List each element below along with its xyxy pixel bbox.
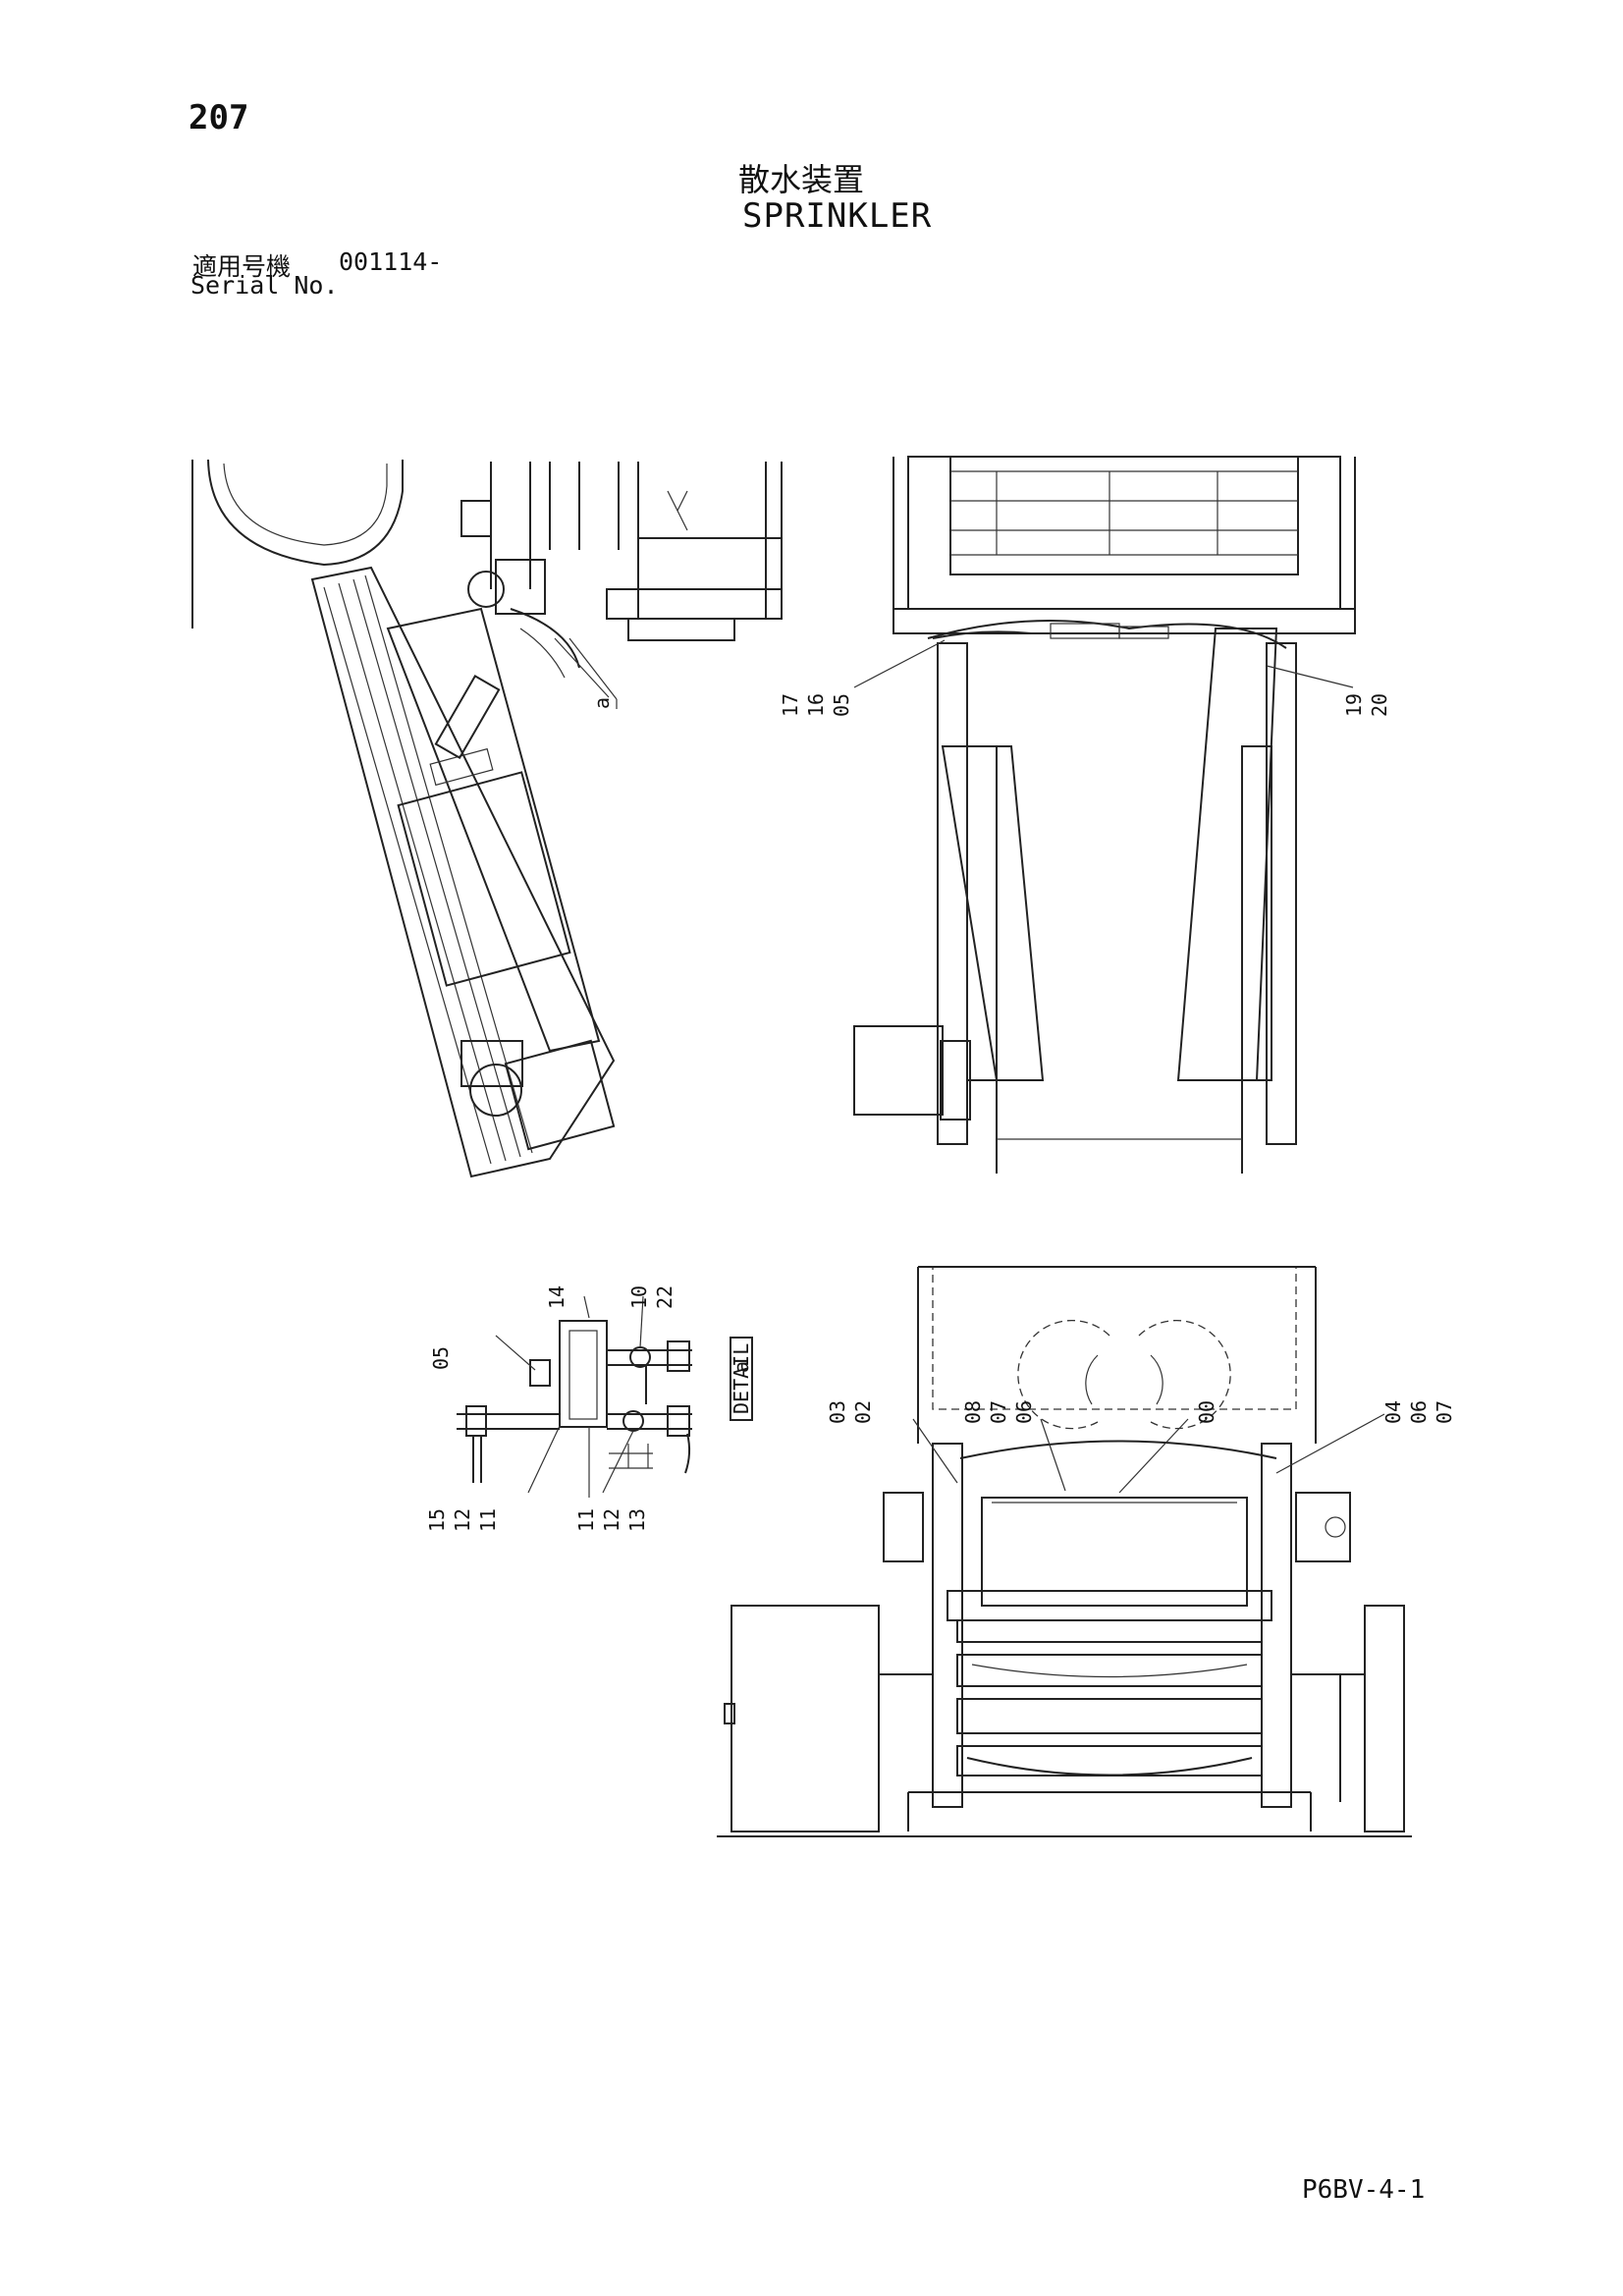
top-left-view (191, 459, 783, 1178)
serial-label-english: Serial No. (190, 271, 339, 300)
page-number: 207 (189, 98, 249, 137)
callout-14: 14 (545, 1285, 568, 1309)
document-code: P6BV-4-1 (1302, 2175, 1426, 2205)
top-right-view (853, 456, 1356, 1174)
title-english: SPRINKLER (742, 196, 933, 236)
callout-16: 16 (804, 693, 828, 717)
callout-20: 20 (1368, 693, 1391, 717)
callout-a: a (590, 697, 614, 709)
callout-07-right: 07 (1433, 1400, 1456, 1424)
detail-a-view (457, 1320, 753, 1498)
callout-03: 03 (826, 1400, 849, 1424)
detail-tag-letter: a (730, 1361, 753, 1373)
bottom-right-view (717, 1266, 1412, 1837)
callout-12-right: 12 (600, 1508, 623, 1532)
callout-10: 10 (627, 1285, 651, 1309)
title-japanese: 散水装置 (738, 161, 865, 198)
callout-05-detail: 05 (429, 1346, 453, 1370)
callout-06-right: 06 (1407, 1400, 1431, 1424)
callout-11-right: 11 (574, 1508, 598, 1532)
serial-value: 001114- (339, 247, 443, 276)
callout-17: 17 (779, 693, 802, 717)
detail-tag-text: DETAIL (730, 1343, 753, 1414)
callout-19: 19 (1342, 693, 1366, 717)
callout-00: 00 (1195, 1400, 1218, 1424)
callout-04: 04 (1381, 1400, 1405, 1424)
callout-02: 02 (851, 1400, 875, 1424)
callout-leaders (495, 637, 1385, 1494)
callout-labels: a 17 16 05 19 20 14 10 22 05 15 12 11 11… (425, 693, 1456, 1532)
callout-13: 13 (625, 1508, 649, 1532)
serial-label-japanese: 適用号機 (192, 252, 292, 281)
callout-05: 05 (830, 693, 853, 717)
callout-06: 06 (1012, 1400, 1036, 1424)
callout-12: 12 (451, 1508, 474, 1532)
callout-08: 08 (961, 1400, 985, 1424)
callout-15: 15 (425, 1508, 449, 1532)
callout-11: 11 (476, 1508, 500, 1532)
callout-22: 22 (653, 1285, 676, 1309)
callout-07: 07 (987, 1400, 1010, 1424)
